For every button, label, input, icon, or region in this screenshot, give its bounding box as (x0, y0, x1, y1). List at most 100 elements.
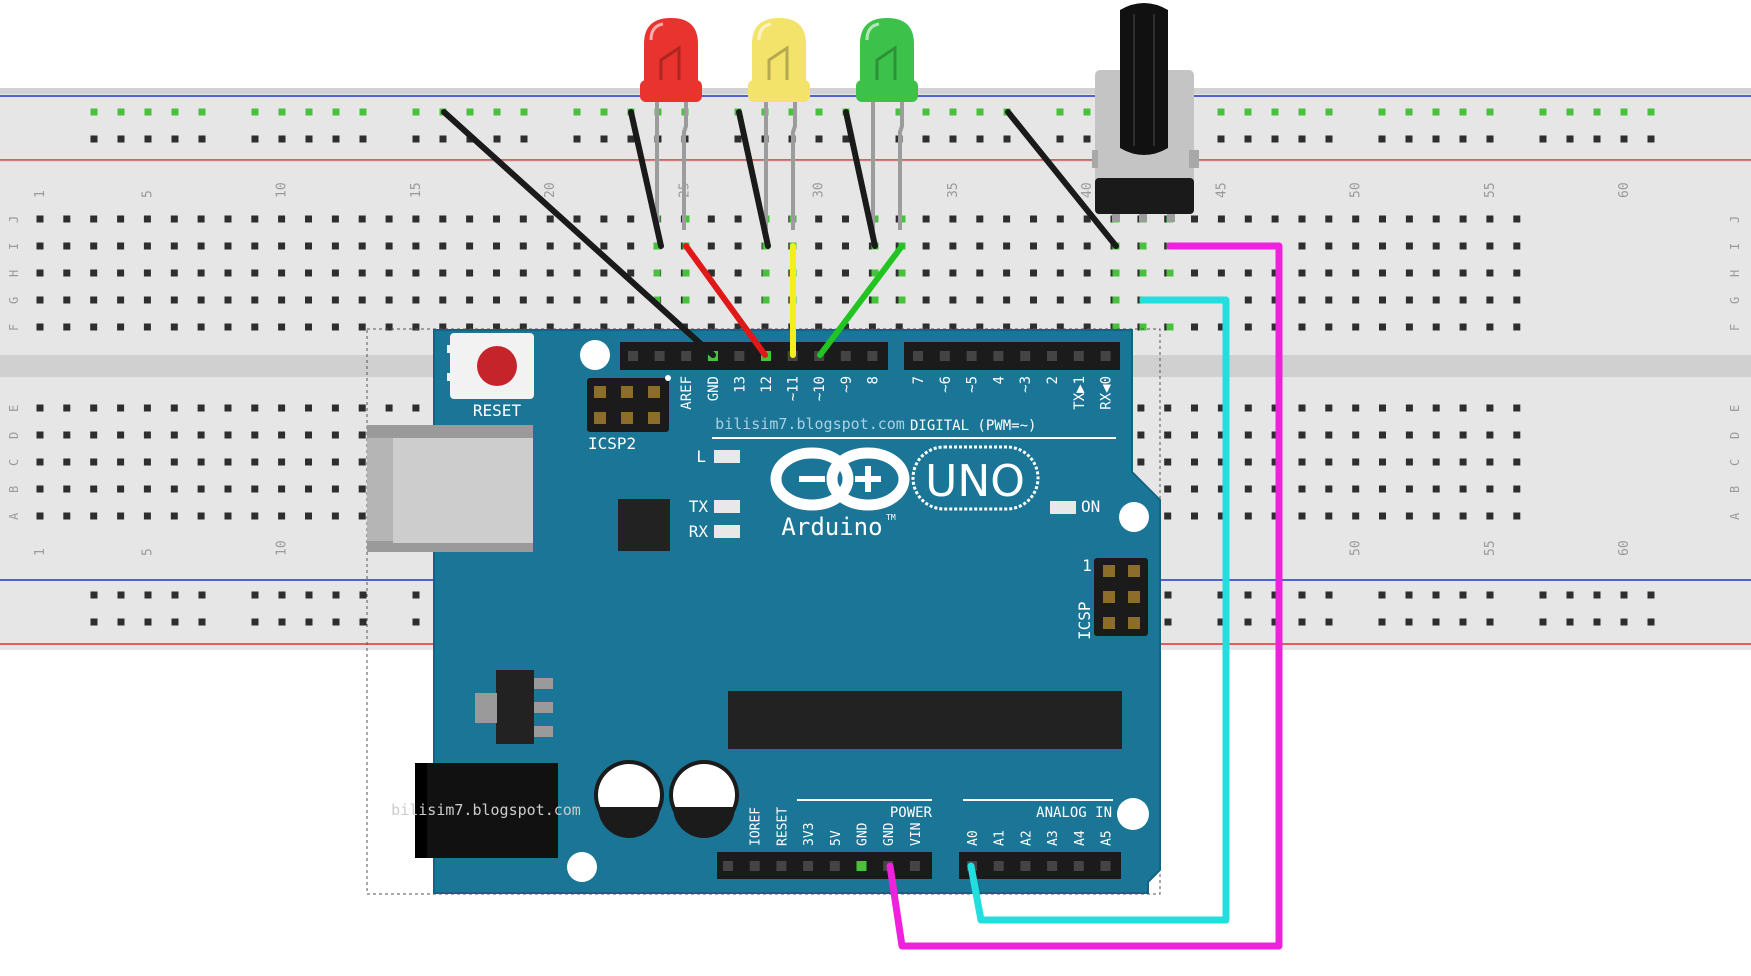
breadboard-hole (278, 269, 286, 277)
l-led-label: L (696, 447, 706, 466)
green-led[interactable] (856, 18, 918, 102)
wire-pin12[interactable] (683, 243, 768, 358)
breadboard-hole (949, 296, 957, 304)
breadboard-hole (707, 215, 715, 223)
breadboard-hole (63, 431, 71, 439)
breadboard-hole (1298, 404, 1306, 412)
row-letter: B (7, 486, 21, 493)
logo-left-ring (770, 447, 854, 511)
breadboard-hole (251, 269, 259, 277)
power-pin-label: IOREF (749, 807, 764, 846)
wire-pin10[interactable] (817, 243, 905, 358)
breadboard-hole (1056, 242, 1064, 250)
breadboard-hole (1217, 215, 1225, 223)
rail-hole (949, 135, 957, 143)
rail-hole (1271, 591, 1279, 599)
rail-hole (1378, 108, 1386, 116)
rail-hole (1566, 108, 1574, 116)
rail-hole (1217, 591, 1225, 599)
breadboard-hole (1191, 431, 1198, 439)
breadboard-hole (1352, 269, 1360, 277)
breadboard-hole (1405, 404, 1413, 412)
breadboard-hole (1298, 323, 1306, 331)
rail-hole (144, 618, 152, 626)
digital-pin-label: RX◀0 (1099, 376, 1115, 410)
breadboard-hole (1191, 458, 1198, 466)
header-pin (867, 351, 878, 361)
breadboard-hole (1271, 269, 1279, 277)
analog-pin-label: A5 (1100, 830, 1115, 846)
breadboard-hole (1352, 323, 1360, 331)
connected-hole (1112, 269, 1120, 277)
breadboard-hole (36, 242, 44, 250)
wire-yellow-led-ground[interactable] (736, 109, 771, 249)
breadboard-hole (63, 404, 71, 412)
wire-gnd-to-rail[interactable] (441, 109, 716, 358)
breadboard-hole (1298, 485, 1306, 493)
rail-hole (144, 108, 152, 116)
wire-pot-ground[interactable] (1005, 109, 1119, 249)
rail-hole (520, 135, 528, 143)
breadboard-hole (170, 323, 178, 331)
breadboard-hole (1486, 269, 1494, 277)
breadboard-hole (707, 296, 715, 304)
digital-pin-label: 8 (865, 376, 881, 384)
rail-hole (1003, 135, 1011, 143)
logo-plus-v (865, 466, 871, 492)
breadboard-hole (331, 485, 339, 493)
rail-hole (1539, 108, 1547, 116)
capacitor (594, 760, 664, 838)
breadboard-hole (627, 215, 635, 223)
breadboard-hole (1486, 431, 1494, 439)
rail-hole (976, 108, 984, 116)
connected-hole (871, 296, 879, 304)
digital-pin-label: 2 (1045, 376, 1061, 384)
connected-hole (653, 296, 661, 304)
breadboard-hole (1352, 485, 1360, 493)
rail-hole (1432, 135, 1440, 143)
breadboard-hole (1405, 512, 1413, 520)
breadboard-hole (1379, 269, 1386, 277)
header-pin (840, 351, 851, 361)
breadboard-hole (251, 296, 259, 304)
header-pin (681, 351, 692, 361)
breadboard-hole (519, 323, 527, 331)
rail-hole (1405, 618, 1413, 626)
breadboard-hole (1244, 269, 1252, 277)
breadboard-hole (1379, 431, 1386, 439)
rail-hole (1593, 135, 1601, 143)
rail-hole (815, 108, 823, 116)
breadboard-hole (439, 323, 447, 331)
breadboard-hole (627, 269, 635, 277)
breadboard-hole (358, 269, 366, 277)
red-led[interactable] (640, 18, 702, 102)
rail-hole (1539, 618, 1547, 626)
breadboard-hole (573, 323, 581, 331)
wire-gnd-power[interactable] (886, 242, 1283, 950)
breadboard-hole (600, 215, 608, 223)
yellow-led[interactable] (748, 18, 810, 102)
wire-green-led-ground[interactable] (843, 109, 878, 249)
column-number: 10 (275, 540, 290, 556)
header-pin (1047, 861, 1058, 871)
wire-red-led-ground[interactable] (628, 109, 664, 249)
wire-a0[interactable] (967, 296, 1230, 924)
breadboard-hole (224, 431, 232, 439)
icsp2-pin (648, 412, 660, 424)
potentiometer[interactable] (1092, 3, 1199, 222)
connected-hole (1166, 323, 1174, 331)
rail-hole (1217, 618, 1225, 626)
breadboard-hole (493, 242, 500, 250)
breadboard-hole (305, 458, 312, 466)
reset-button[interactable] (477, 346, 517, 386)
header-pin-gnd-used (856, 861, 867, 871)
breadboard-hole (1244, 323, 1252, 331)
arduino-logo (770, 447, 910, 511)
breadboard-hole (117, 323, 125, 331)
rail-hole (412, 135, 420, 143)
led-dome (860, 18, 914, 88)
breadboard-hole (1003, 242, 1011, 250)
breadboard-hole (1379, 323, 1386, 331)
breadboard-hole (1137, 431, 1145, 439)
